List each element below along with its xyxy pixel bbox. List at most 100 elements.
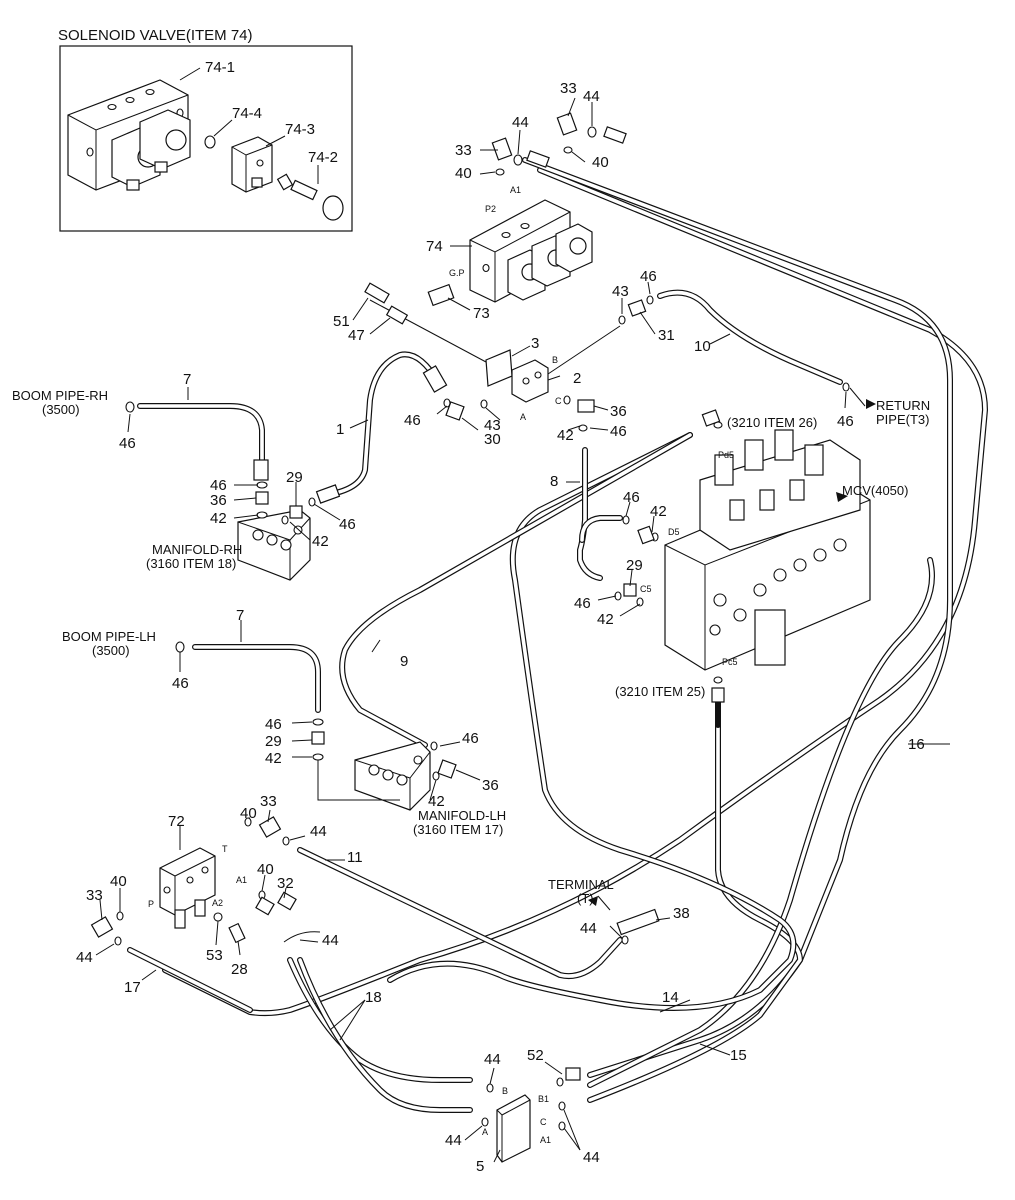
callout-74: 74 xyxy=(426,238,443,255)
callout-33-d: 33 xyxy=(86,887,103,904)
solenoid-cartridges xyxy=(111,109,191,191)
callout-33-a: 33 xyxy=(560,80,577,97)
callout-44-i: 44 xyxy=(583,1149,600,1166)
callout-74-1: 74-1 xyxy=(205,59,235,76)
hoses xyxy=(127,157,988,1113)
callout-52: 52 xyxy=(527,1047,544,1064)
port-a-bot: A xyxy=(482,1127,488,1137)
port-b1: B1 xyxy=(538,1094,549,1104)
callout-numbers: 33 44 33 44 40 40 74 73 51 47 43 46 31 1… xyxy=(76,80,925,1175)
port-pc5: Pc5 xyxy=(722,657,738,667)
note-manifold-lh-ref: (3160 ITEM 17) xyxy=(413,822,503,837)
port-b: B xyxy=(552,355,558,365)
callout-38: 38 xyxy=(673,905,690,922)
callout-8: 8 xyxy=(550,473,558,490)
note-mcv: MCV(4050) xyxy=(842,483,908,498)
callout-53: 53 xyxy=(206,947,223,964)
hose-18b xyxy=(297,957,473,1113)
o-ring-74-4 xyxy=(204,135,216,149)
callout-73: 73 xyxy=(473,305,490,322)
callout-42-f: 42 xyxy=(265,750,282,767)
port-pd5: Pd5 xyxy=(718,450,734,460)
callout-14: 14 xyxy=(662,989,679,1006)
callout-36-c: 36 xyxy=(482,777,499,794)
callout-46-rh: 46 xyxy=(119,435,136,452)
port-a: A xyxy=(520,412,526,422)
callout-11: 11 xyxy=(347,849,363,866)
callout-7-b: 7 xyxy=(236,607,244,624)
note-item25: (3210 ITEM 25) xyxy=(615,684,705,699)
callout-42-e: 42 xyxy=(597,611,614,628)
callout-46-lh: 46 xyxy=(172,675,189,692)
mcv-arrow xyxy=(836,492,848,502)
callout-30: 30 xyxy=(484,431,501,448)
nut-74-2 xyxy=(276,173,344,221)
callout-46-i: 46 xyxy=(265,716,282,733)
callout-44-b: 44 xyxy=(512,114,529,131)
port-c-bot: C xyxy=(540,1117,547,1127)
fittings xyxy=(90,112,850,1131)
callout-29-a: 29 xyxy=(286,469,303,486)
callout-72: 72 xyxy=(168,813,185,830)
callout-10: 10 xyxy=(694,338,711,355)
callout-42-c: 42 xyxy=(312,533,329,550)
port-a1-top: A1 xyxy=(510,185,521,195)
callout-74-2: 74-2 xyxy=(308,149,338,166)
note-boom-pipe-lh: BOOM PIPE-LH xyxy=(62,629,156,644)
solenoid-valve-74: A1 P2 G.P xyxy=(427,185,593,307)
callout-40-a: 40 xyxy=(455,165,472,182)
callout-42-d: 42 xyxy=(650,503,667,520)
callout-36-a: 36 xyxy=(610,403,627,420)
callout-15: 15 xyxy=(730,1047,747,1064)
callout-40-e: 40 xyxy=(110,873,127,890)
port-b-bot: B xyxy=(502,1086,508,1096)
callout-44-f: 44 xyxy=(580,920,597,937)
port-a1-bot: A1 xyxy=(540,1135,551,1145)
callout-51: 51 xyxy=(333,313,350,330)
callout-46-h: 46 xyxy=(574,595,591,612)
leader-lines xyxy=(95,97,950,1163)
callout-74-3: 74-3 xyxy=(285,121,315,138)
callout-44-c: 44 xyxy=(310,823,327,840)
note-boom-pipe-rh-ref: (3500) xyxy=(42,402,80,417)
manifold-lh xyxy=(317,741,431,811)
solenoid-valve-inset: SOLENOID VALVE(ITEM 74) xyxy=(58,27,353,232)
hose-8 xyxy=(577,447,603,581)
port-c: C xyxy=(555,396,562,406)
callout-44-e: 44 xyxy=(322,932,339,949)
callout-2: 2 xyxy=(573,370,581,387)
hose-7-rh xyxy=(137,403,265,473)
callout-43-b: 43 xyxy=(484,417,501,434)
note-terminal: TERMINAL xyxy=(548,877,614,892)
callout-36-b: 36 xyxy=(210,492,227,509)
note-item26: (3210 ITEM 26) xyxy=(727,415,817,430)
callout-28: 28 xyxy=(231,961,248,978)
callout-47: 47 xyxy=(348,327,365,344)
callout-42-b: 42 xyxy=(210,510,227,527)
callout-29-b: 29 xyxy=(626,557,643,574)
mcv-4050: Pd5 D5 C5 Pc5 xyxy=(640,429,871,671)
callout-40-d: 40 xyxy=(257,861,274,878)
port-t: T xyxy=(222,844,228,854)
callout-5: 5 xyxy=(476,1158,484,1175)
inset-title: SOLENOID VALVE(ITEM 74) xyxy=(58,27,253,44)
port-gp: G.P xyxy=(449,268,465,278)
note-manifold-lh: MANIFOLD-LH xyxy=(418,808,506,823)
callout-44-g: 44 xyxy=(484,1051,501,1068)
notes: BOOM PIPE-RH (3500) BOOM PIPE-LH (3500) … xyxy=(12,388,930,906)
callout-18: 18 xyxy=(365,989,382,1006)
valve-72: T A1 A2 P xyxy=(148,844,247,929)
callout-16: 16 xyxy=(908,736,925,753)
callout-46-j: 46 xyxy=(462,730,479,747)
callout-42-a: 42 xyxy=(557,427,574,444)
callout-33-b: 33 xyxy=(455,142,472,159)
callout-46-d: 46 xyxy=(610,423,627,440)
return-arrow xyxy=(866,399,876,409)
callout-46-g: 46 xyxy=(623,489,640,506)
callout-46-a: 46 xyxy=(640,268,657,285)
hose-11 xyxy=(297,847,623,980)
port-a2: A2 xyxy=(212,898,223,908)
manifold-rh xyxy=(237,509,311,581)
callout-44-h: 44 xyxy=(445,1132,462,1149)
callout-32: 32 xyxy=(277,875,294,892)
